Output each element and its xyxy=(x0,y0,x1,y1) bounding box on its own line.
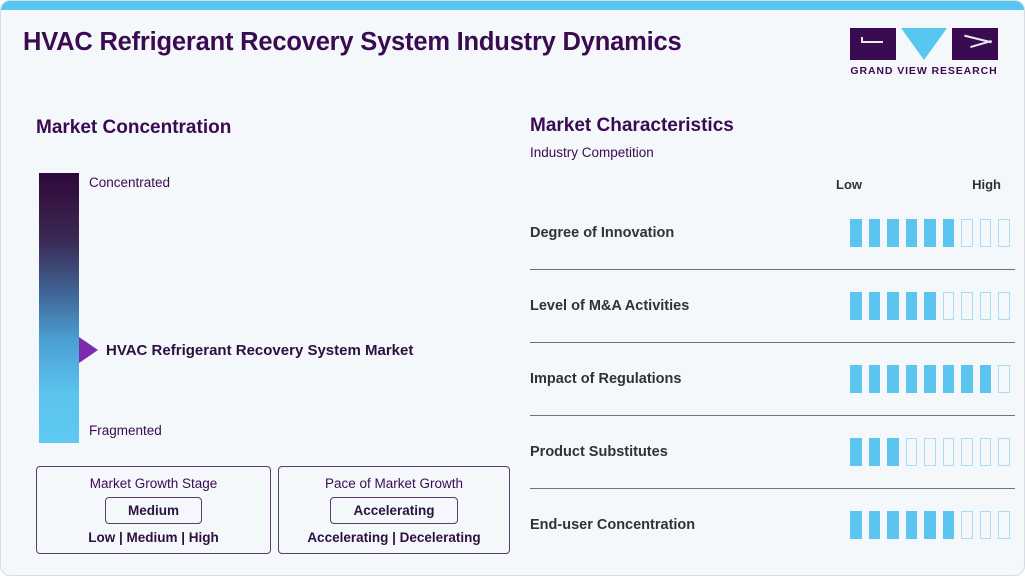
characteristic-row: Product Substitutes xyxy=(530,415,1015,488)
rating-tick-empty xyxy=(942,292,954,320)
concentration-gradient xyxy=(39,173,79,443)
market-position-label: HVAC Refrigerant Recovery System Market xyxy=(106,341,414,359)
gradient-label-concentrated: Concentrated xyxy=(89,175,171,190)
market-characteristics-subtitle: Industry Competition xyxy=(530,145,654,160)
rating-tick-filled xyxy=(887,438,899,466)
rating-tick-filled xyxy=(961,365,973,393)
rating-tick-filled xyxy=(868,292,880,320)
rating-tick-empty xyxy=(979,511,991,539)
rating-tick-filled xyxy=(942,365,954,393)
rating-tick-filled xyxy=(924,511,936,539)
rating-tick-empty xyxy=(961,219,973,247)
scale-label-low: Low xyxy=(836,177,862,192)
rating-tick-filled xyxy=(868,511,880,539)
rating-track xyxy=(850,438,1015,466)
characteristic-label: Level of M&A Activities xyxy=(530,298,690,314)
characteristic-label: Impact of Regulations xyxy=(530,371,682,387)
gradient-label-fragmented: Fragmented xyxy=(89,423,162,438)
rating-tick-filled xyxy=(887,365,899,393)
rating-tick-filled xyxy=(850,438,862,466)
logo-marks xyxy=(850,28,998,60)
logo: GRAND VIEW RESEARCH xyxy=(850,28,998,77)
growth-stage-options: Low | Medium | High xyxy=(88,529,219,545)
scale-label-high: High xyxy=(972,177,1001,192)
rating-tick-empty xyxy=(961,438,973,466)
rating-tick-filled xyxy=(868,438,880,466)
rating-tick-empty xyxy=(979,219,991,247)
logo-text: GRAND VIEW RESEARCH xyxy=(850,65,998,77)
rating-tick-empty xyxy=(998,219,1010,247)
rating-tick-filled xyxy=(868,365,880,393)
rating-tick-filled xyxy=(924,292,936,320)
rating-tick-filled xyxy=(850,219,862,247)
rating-tick-empty xyxy=(961,511,973,539)
rating-track xyxy=(850,292,1015,320)
rating-tick-filled xyxy=(850,292,862,320)
market-characteristics-title: Market Characteristics xyxy=(530,115,734,136)
logo-r-icon xyxy=(952,28,998,60)
market-position-marker: HVAC Refrigerant Recovery System Market xyxy=(79,337,413,363)
rating-tick-filled xyxy=(924,365,936,393)
pace-of-market-growth-box: Pace of Market Growth Accelerating Accel… xyxy=(278,466,510,554)
rating-tick-filled xyxy=(979,365,991,393)
concentration-gradient-bar xyxy=(39,173,79,443)
rating-tick-filled xyxy=(905,365,917,393)
rating-tick-empty xyxy=(998,511,1010,539)
rating-tick-filled xyxy=(924,219,936,247)
rating-tick-empty xyxy=(998,438,1010,466)
rating-tick-filled xyxy=(905,511,917,539)
rating-tick-filled xyxy=(850,511,862,539)
market-concentration-panel: Market Concentration Concentrated Fragme… xyxy=(1,85,511,575)
rating-track xyxy=(850,219,1015,247)
marker-arrow-icon xyxy=(79,337,98,363)
rating-tick-filled xyxy=(887,511,899,539)
characteristic-row: Impact of Regulations xyxy=(530,342,1015,415)
market-characteristics-panel: Market Characteristics Industry Competit… xyxy=(511,85,1024,575)
rating-tick-filled xyxy=(887,219,899,247)
rating-tick-filled xyxy=(850,365,862,393)
rating-tick-empty xyxy=(905,438,917,466)
top-accent-bar xyxy=(1,1,1024,10)
rating-tick-filled xyxy=(942,511,954,539)
rating-track xyxy=(850,511,1015,539)
rating-tick-filled xyxy=(942,219,954,247)
characteristic-label: End-user Concentration xyxy=(530,517,696,533)
growth-stage-value: Medium xyxy=(104,496,202,524)
logo-triangle-icon xyxy=(901,28,947,60)
growth-stage-heading: Market Growth Stage xyxy=(89,475,218,491)
rating-tick-empty xyxy=(979,438,991,466)
rating-tick-filled xyxy=(887,292,899,320)
characteristic-label: Degree of Innovation xyxy=(530,225,675,241)
scale-labels: Low High xyxy=(836,177,1001,192)
market-concentration-title: Market Concentration xyxy=(36,117,232,138)
rating-tick-empty xyxy=(961,292,973,320)
rating-tick-empty xyxy=(979,292,991,320)
growth-pace-options: Accelerating | Decelerating xyxy=(307,529,481,545)
rating-tick-empty xyxy=(998,365,1010,393)
rating-tick-filled xyxy=(868,219,880,247)
rating-track xyxy=(850,365,1015,393)
rating-tick-empty xyxy=(998,292,1010,320)
logo-g-icon xyxy=(850,28,896,60)
characteristic-label: Product Substitutes xyxy=(530,444,668,460)
market-growth-stage-box: Market Growth Stage Medium Low | Medium … xyxy=(36,466,271,554)
rating-tick-empty xyxy=(942,438,954,466)
page-title: HVAC Refrigerant Recovery System Industr… xyxy=(23,28,682,56)
growth-pace-heading: Pace of Market Growth xyxy=(324,475,464,491)
characteristic-row: Level of M&A Activities xyxy=(530,269,1015,342)
rating-tick-filled xyxy=(905,219,917,247)
characteristic-row: End-user Concentration xyxy=(530,488,1015,561)
rating-tick-filled xyxy=(905,292,917,320)
rating-tick-empty xyxy=(924,438,936,466)
header: HVAC Refrigerant Recovery System Industr… xyxy=(1,10,1024,85)
growth-pace-value: Accelerating xyxy=(330,496,458,524)
characteristic-row: Degree of Innovation xyxy=(530,197,1015,269)
